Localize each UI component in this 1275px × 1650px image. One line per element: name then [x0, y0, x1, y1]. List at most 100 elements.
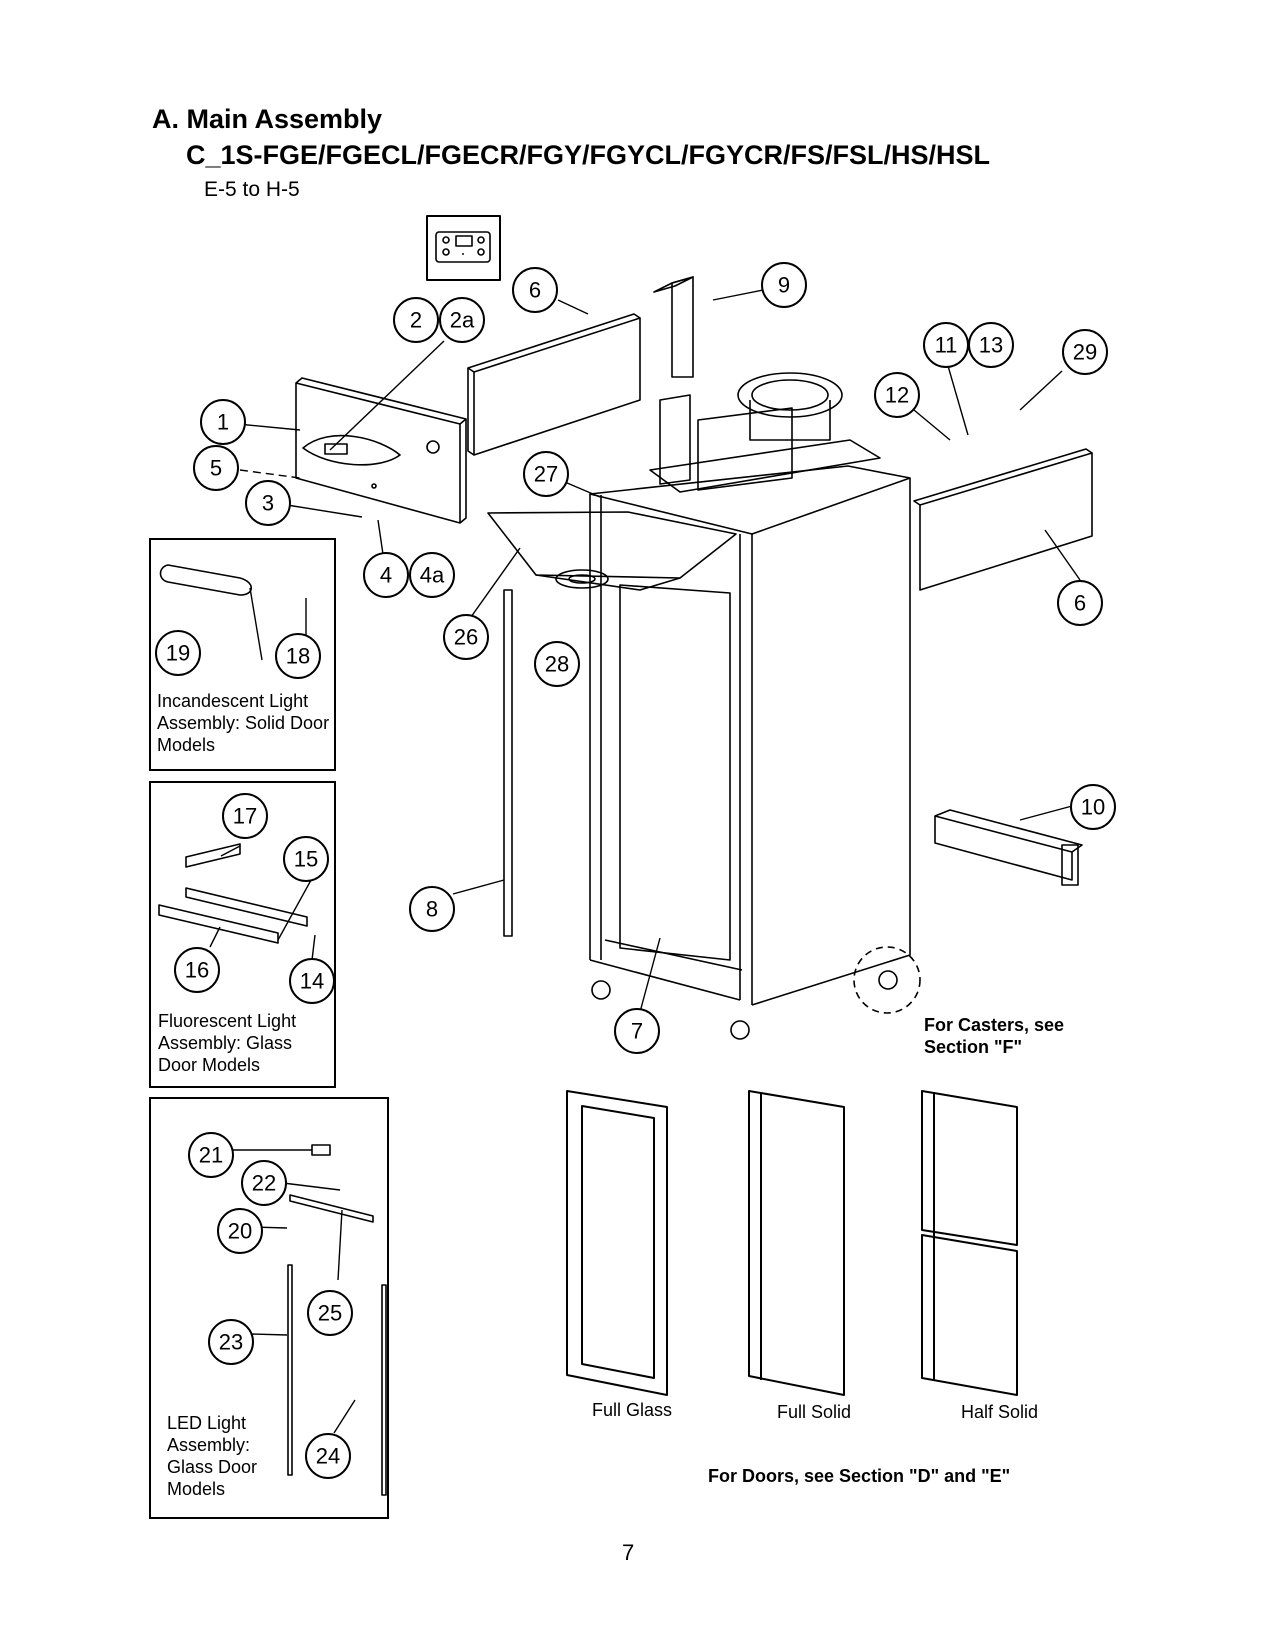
callout-11: 11	[923, 322, 969, 368]
callout-20: 20	[217, 1208, 263, 1254]
callout-24: 24	[305, 1433, 351, 1479]
cabinet-body	[589, 465, 911, 1006]
callout-4: 4	[363, 552, 409, 598]
svg-text:27: 27	[534, 462, 558, 487]
callout-22: 22	[241, 1160, 287, 1206]
svg-text:16: 16	[185, 958, 209, 983]
svg-text:1: 1	[217, 410, 229, 435]
svg-text:18: 18	[286, 644, 310, 669]
incandescent-caption: Incandescent Light Assembly: Solid Door …	[157, 691, 330, 755]
svg-text:12: 12	[885, 383, 909, 408]
svg-text:6: 6	[529, 278, 541, 303]
svg-text:21: 21	[199, 1143, 223, 1168]
right-side-panel-part	[913, 448, 1093, 591]
door-full-glass	[566, 1090, 668, 1396]
door-label-half-solid: Half Solid	[961, 1402, 1039, 1422]
caster-parts	[591, 946, 921, 1040]
door-label-full-glass: Full Glass	[592, 1400, 673, 1420]
svg-text:24: 24	[316, 1444, 340, 1469]
led-inset	[149, 1097, 389, 1519]
svg-text:23: 23	[219, 1330, 243, 1355]
top-side-panel-part	[467, 313, 641, 456]
callout-14: 14	[289, 958, 335, 1004]
svg-text:26: 26	[454, 625, 478, 650]
controller-display-part	[426, 215, 501, 281]
callout-15: 15	[283, 836, 329, 882]
fluorescent-tube-part	[158, 843, 308, 944]
model-list: C_1S-FGE/FGECL/FGECR/FGY/FGYCL/FGYCR/FS/…	[186, 140, 991, 170]
callout-12: 12	[874, 372, 920, 418]
svg-text:3: 3	[262, 491, 274, 516]
svg-text:25: 25	[318, 1301, 342, 1326]
svg-text:9: 9	[778, 273, 790, 298]
doors-note: For Doors, see Section "D" and "E"	[708, 1466, 1011, 1486]
casters-note: For Casters, see Section "F"	[924, 1015, 1065, 1057]
callout-27: 27	[523, 451, 569, 497]
svg-text:7: 7	[631, 1019, 643, 1044]
svg-text:6: 6	[1074, 591, 1086, 616]
compressor-bracket-part	[934, 809, 1083, 886]
svg-text:4a: 4a	[420, 563, 445, 588]
svg-text:2a: 2a	[450, 308, 475, 333]
callout-18: 18	[275, 633, 321, 679]
svg-text:11: 11	[935, 333, 958, 358]
svg-text:13: 13	[979, 333, 1003, 358]
callout-4a: 4a	[409, 552, 455, 598]
callout-6-side: 6	[1057, 580, 1103, 626]
callout-28: 28	[534, 641, 580, 687]
svg-text:19: 19	[166, 641, 190, 666]
fluorescent-caption: Fluorescent Light Assembly: Glass Door M…	[158, 1011, 297, 1075]
fluorescent-inset	[149, 781, 336, 1088]
callout-21: 21	[188, 1132, 234, 1178]
callout-23: 23	[208, 1319, 254, 1365]
svg-text:22: 22	[252, 1171, 276, 1196]
callout-2: 2	[393, 297, 439, 343]
callout-3: 3	[245, 480, 291, 526]
svg-text:17: 17	[233, 804, 257, 829]
svg-text:4: 4	[380, 563, 392, 588]
callout-5: 5	[193, 445, 239, 491]
door-full-solid	[748, 1090, 845, 1396]
page-number: 7	[622, 1540, 635, 1565]
callout-26: 26	[443, 614, 489, 660]
front-panel-part	[295, 377, 467, 524]
callout-1: 1	[200, 399, 246, 445]
section-title: A. Main Assembly	[152, 104, 383, 134]
door-half-solid	[921, 1090, 1018, 1396]
svg-text:29: 29	[1073, 340, 1097, 365]
svg-text:14: 14	[300, 969, 324, 994]
callout-2a: 2a	[439, 297, 485, 343]
callout-16: 16	[174, 947, 220, 993]
led-strip-part	[287, 1144, 387, 1496]
callout-7: 7	[614, 1008, 660, 1054]
callout-17: 17	[222, 793, 268, 839]
led-caption: LED Light Assembly: Glass Door Models	[167, 1413, 258, 1499]
svg-text:28: 28	[545, 652, 569, 677]
callout-29: 29	[1062, 329, 1108, 375]
callout-19: 19	[155, 630, 201, 676]
shelf-standard-part	[503, 589, 513, 937]
leader-lines	[209, 253, 1088, 1434]
callout-9: 9	[761, 262, 807, 308]
callout-10: 10	[1070, 784, 1116, 830]
fan-guard-part	[555, 569, 609, 589]
svg-text:2: 2	[410, 308, 422, 333]
svg-text:20: 20	[228, 1219, 252, 1244]
callout-bubbles: 1 2 2a 3 4 4a 5 6 6 7 8 9 10 11 12 13 14…	[155, 262, 1116, 1479]
svg-text:5: 5	[210, 456, 222, 481]
svg-text:10: 10	[1081, 795, 1105, 820]
drain-pan-part	[487, 511, 737, 591]
serial-range: E-5 to H-5	[204, 178, 300, 201]
svg-text:8: 8	[426, 897, 438, 922]
incandescent-inset	[149, 538, 336, 771]
door-label-full-solid: Full Solid	[777, 1402, 852, 1422]
incandescent-bulb-part	[159, 564, 253, 596]
condensing-unit	[649, 372, 881, 493]
callout-25: 25	[307, 1290, 353, 1336]
svg-text:15: 15	[294, 847, 318, 872]
electrical-cover-part	[653, 276, 694, 378]
callout-13: 13	[968, 322, 1014, 368]
callout-8: 8	[409, 886, 455, 932]
